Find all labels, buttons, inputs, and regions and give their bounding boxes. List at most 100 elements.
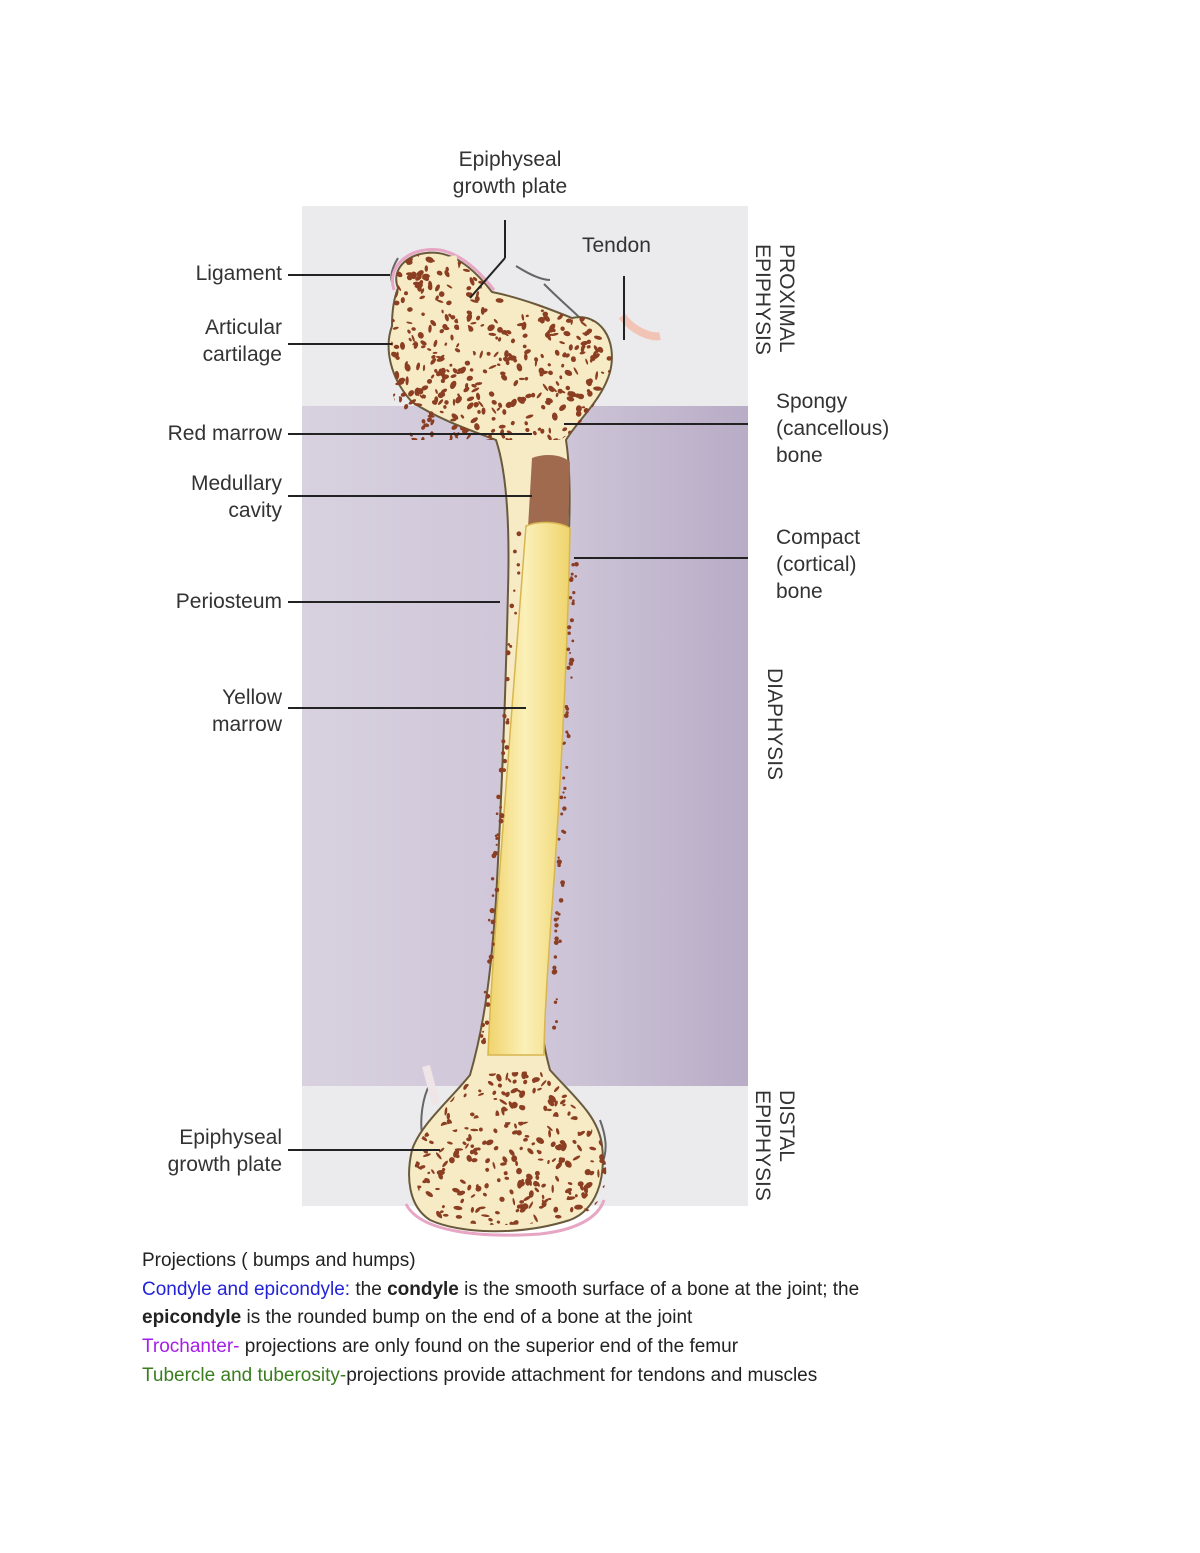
spongy-speckle — [481, 407, 486, 415]
spongy-speckle — [548, 427, 552, 434]
spongy-speckle — [484, 1183, 489, 1189]
spongy-speckle — [571, 601, 575, 606]
spongy-speckle — [495, 843, 498, 846]
spongy-speckle — [498, 767, 504, 773]
spongy-speckle — [459, 366, 466, 374]
spongy-speckle — [562, 427, 568, 432]
spongy-speckle — [540, 1080, 547, 1087]
spongy-speckle — [519, 1146, 523, 1151]
spongy-speckle — [401, 346, 404, 350]
spongy-speckle — [469, 277, 475, 286]
spongy-speckle — [525, 414, 534, 419]
spongy-speckle — [539, 372, 544, 377]
spongy-speckle — [407, 329, 411, 334]
spongy-speckle — [392, 326, 399, 330]
spongy-speckle — [442, 324, 448, 330]
spongy-speckle — [471, 387, 480, 393]
spongy-speckle — [459, 1179, 466, 1184]
spongy-speckle — [524, 1134, 530, 1138]
label-compact-bone: Compact (cortical) bone — [776, 526, 861, 603]
spongy-speckle — [565, 1163, 568, 1167]
spongy-speckle — [554, 923, 559, 928]
spongy-speckle — [550, 1141, 556, 1148]
spongy-speckle — [595, 371, 599, 381]
spongy-speckle — [476, 392, 481, 401]
spongy-speckle — [519, 1200, 525, 1204]
spongy-speckle — [511, 1101, 517, 1106]
spongy-speckle — [422, 1178, 430, 1184]
spongy-speckle — [490, 919, 496, 925]
spongy-speckle — [499, 813, 505, 819]
spongy-speckle — [470, 1207, 475, 1213]
spongy-speckle — [542, 311, 549, 317]
spongy-speckle — [569, 1207, 574, 1213]
spongy-speckle — [499, 806, 502, 809]
projections-text: Projections ( bumps and humps) Condyle a… — [142, 1247, 1142, 1391]
spongy-speckle — [522, 1203, 529, 1209]
spongy-speckle — [466, 402, 474, 410]
spongy-speckle — [453, 1149, 460, 1158]
spongy-speckle — [563, 830, 567, 835]
spongy-speckle — [510, 1087, 519, 1094]
spongy-speckle — [494, 834, 498, 838]
spongy-speckle — [400, 392, 407, 397]
spongy-speckle — [410, 437, 418, 440]
label-periosteum: Periosteum — [175, 590, 282, 613]
label-medullary-cavity: Medullary cavity — [190, 472, 282, 522]
spongy-speckle — [460, 414, 465, 419]
spongy-speckle — [585, 379, 592, 387]
spongy-speckle — [572, 1155, 581, 1161]
spongy-speckle — [585, 358, 589, 365]
spongy-speckle — [501, 1091, 506, 1096]
spongy-speckle — [488, 364, 497, 369]
spongy-speckle — [450, 315, 456, 320]
spongy-speckle — [502, 713, 507, 718]
spongy-speckle — [552, 438, 559, 440]
spongy-speckle — [518, 377, 525, 381]
spongy-speckle — [504, 1176, 510, 1180]
spongy-speckle — [563, 786, 567, 791]
trochanter-text: projections are only found on the superi… — [239, 1336, 739, 1358]
spongy-speckle — [396, 284, 402, 292]
spongy-speckle — [577, 1131, 581, 1135]
spongy-speckle — [570, 319, 573, 325]
spongy-speckle — [561, 1094, 568, 1099]
spongy-speckle — [416, 362, 421, 371]
spongy-speckle — [421, 385, 429, 391]
spongy-speckle — [446, 369, 450, 373]
spongy-speckle — [436, 1210, 443, 1219]
spongy-speckle — [524, 349, 531, 355]
spongy-speckle — [498, 337, 502, 342]
spongy-speckle — [442, 1160, 448, 1168]
spongy-speckle — [421, 345, 426, 349]
spongy-speckle — [442, 1213, 449, 1217]
spongy-speckle — [502, 758, 507, 764]
spongy-speckle — [450, 374, 457, 378]
spongy-speckle — [491, 894, 495, 897]
spongy-speckle — [509, 1189, 514, 1195]
spongy-speckle — [541, 1183, 546, 1188]
spongy-speckle — [480, 1022, 485, 1028]
spongy-speckle — [419, 280, 424, 284]
label-articular-cartilage: Articular cartilage — [202, 316, 282, 366]
spongy-speckle — [396, 271, 403, 278]
spongy-speckle — [488, 954, 494, 960]
spongy-speckle — [501, 434, 506, 439]
spongy-speckle — [548, 370, 553, 376]
spongy-speckle — [455, 1214, 463, 1219]
spongy-speckle — [452, 398, 456, 406]
spongy-speckle — [440, 388, 448, 394]
spongy-speckle — [498, 424, 506, 429]
condyle-term: Condyle and epicondyle: — [142, 1278, 351, 1300]
spongy-speckle — [484, 438, 493, 440]
spongy-speckle — [436, 299, 444, 303]
spongy-speckle — [571, 563, 575, 567]
spongy-speckle — [421, 436, 425, 440]
spongy-speckle — [424, 265, 429, 272]
spongy-speckle — [422, 273, 430, 279]
spongy-speckle — [601, 1167, 607, 1174]
spongy-speckle — [474, 295, 480, 302]
spongy-speckle — [505, 438, 510, 440]
spongy-speckle — [501, 1106, 507, 1111]
spongy-speckle — [561, 883, 565, 887]
